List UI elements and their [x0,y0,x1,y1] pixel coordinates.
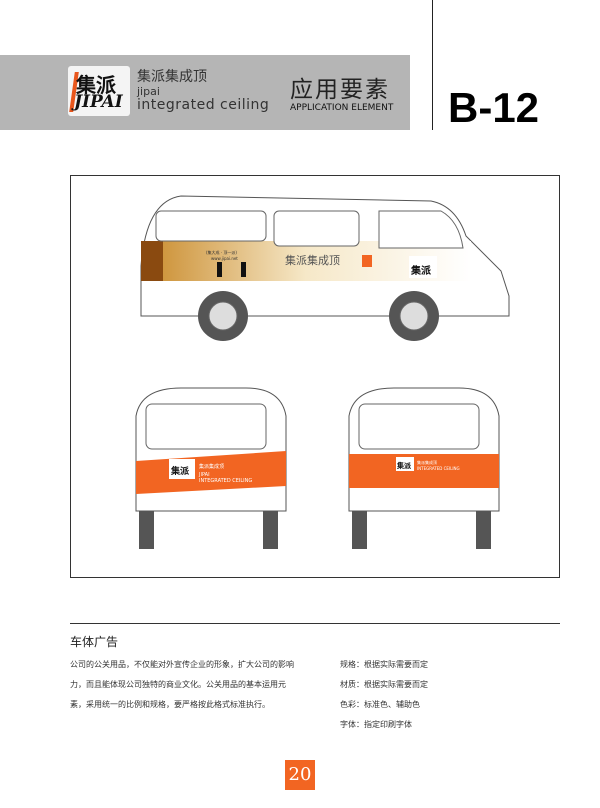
section-heading: 车体广告 [70,635,119,649]
company-name-en: jipai [137,85,160,98]
section-title-en: APPLICATION ELEMENT [290,103,394,113]
spec-item: 色彩：标准色、辅助色 [340,700,420,709]
divider [70,623,560,624]
spec-item: 材质：根据实际需要而定 [340,680,428,689]
rear-right-cn: 集派集成顶 [417,459,437,465]
divider [432,0,433,130]
spec-list: 规格：根据实际需要而定 材质：根据实际需要而定 色彩：标准色、辅助色 字体：指定… [340,655,428,735]
section-title-cn: 应用要素 [290,77,390,103]
description: 公司的公关用品，不仅能对外宣传企业的形象，扩大公司的影响 力，而且能体现公司独特… [70,655,294,715]
van-illustrations: 集派集成顶 (集大成 · 顶一派) www.jipai.net 集派 集派 集派… [135,195,510,549]
spec-item: 字体：指定印刷字体 [340,720,412,729]
side-url: www.jipai.net [211,256,238,261]
side-slogan: 集派集成顶 [285,253,340,267]
logo-cn: 集派 [76,73,116,97]
page-number: 20 [285,760,315,790]
description-line: 公司的公关用品，不仅能对外宣传企业的形象，扩大公司的影响 [70,660,294,669]
description-line: 素，采用统一的比例和规格，要严格按此格式标准执行。 [70,700,270,709]
description-line: 力，而且能体现公司独特的商业文化。公关用品的基本运用元 [70,680,286,689]
rear-left-en-logo: JIPAI [198,472,210,478]
rear-right-logo: 集派 [396,461,412,470]
van-rear-view-right: 集派 集派集成顶 INTEGRATED CEILING [348,387,500,549]
spec-item: 规格：根据实际需要而定 [340,660,428,669]
rear-left-cn: 集派集成顶 [199,463,224,470]
side-small-text: (集大成 · 顶一派) [206,249,237,255]
van-rear-view-left: 集派 集派集成顶 JIPAI INTEGRATED CEILING [135,387,287,549]
page-code: B-12 [448,84,540,131]
rear-left-logo: 集派 [170,465,190,477]
company-name-cn: 集派集成顶 [137,69,207,85]
illustration-frame: 集派集成顶 (集大成 · 顶一派) www.jipai.net 集派 集派 集派… [70,175,560,578]
company-tagline-en: integrated ceiling [137,97,270,113]
side-logo: 集派 [410,264,432,277]
logo-en: JIPAI [74,92,123,112]
van-side-view: 集派集成顶 (集大成 · 顶一派) www.jipai.net 集派 [140,195,510,341]
rear-left-en: INTEGRATED CEILING [199,478,252,484]
rear-right-en: INTEGRATED CEILING [417,466,460,471]
